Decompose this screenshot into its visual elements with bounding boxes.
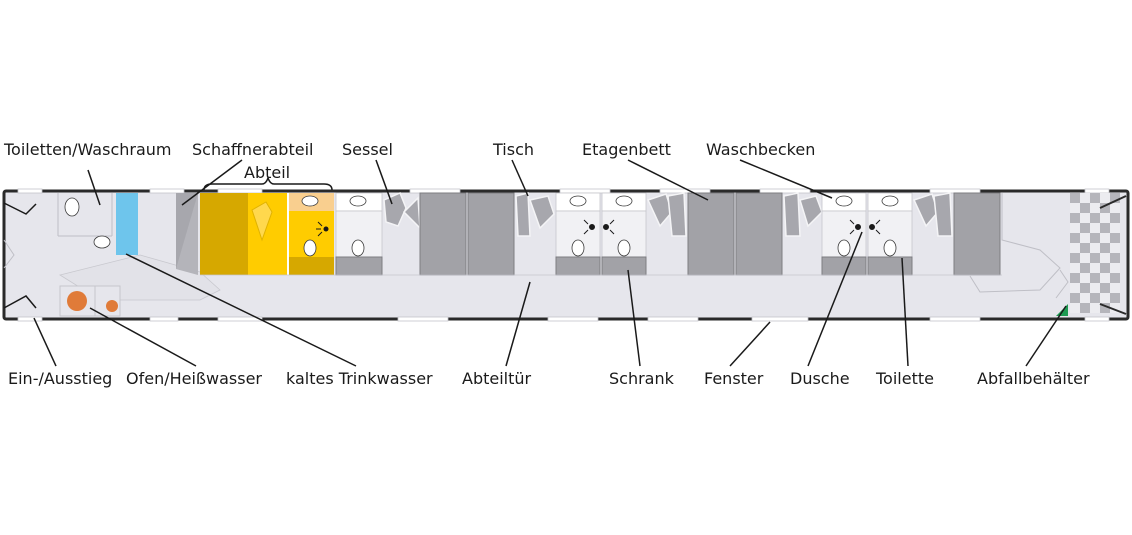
waschbecken-sink xyxy=(835,195,853,207)
label-trinkwasser: kaltes Trinkwasser xyxy=(286,369,433,388)
label-abteiltuer: Abteiltür xyxy=(462,369,532,388)
oven-icon xyxy=(67,291,87,311)
compartment-3 xyxy=(687,192,1001,276)
dusche-shower xyxy=(849,219,881,235)
left-wash-basin xyxy=(93,235,111,249)
label-einstieg: Ein-/Ausstieg xyxy=(8,369,112,388)
label-tisch: Tisch xyxy=(492,140,534,159)
compartment-1 xyxy=(335,192,467,276)
windows-top xyxy=(17,188,1110,194)
fenster-window xyxy=(751,316,809,322)
right-checker-floor xyxy=(1070,193,1120,313)
toilet-washroom xyxy=(64,193,113,249)
compartment-2 xyxy=(467,192,687,276)
highlighted-compartment xyxy=(200,193,334,275)
label-abteil: Abteil xyxy=(244,163,290,182)
etagenbett-bunk xyxy=(687,192,735,276)
label-fenster: Fenster xyxy=(704,369,764,388)
schrank-cabinet xyxy=(555,256,601,276)
sessel-armchair xyxy=(383,192,407,227)
label-abfall: Abfallbehälter xyxy=(977,369,1090,388)
labels-top: Toiletten/Waschraum Schaffnerabteil Abte… xyxy=(3,140,815,182)
label-toilette: Toilette xyxy=(875,369,934,388)
label-etagenbett: Etagenbett xyxy=(582,140,671,159)
tisch-table xyxy=(515,192,531,237)
leader-lines xyxy=(33,159,1067,367)
right-entrance xyxy=(969,193,1069,299)
label-schrank: Schrank xyxy=(609,369,675,388)
drinking-water-tank xyxy=(116,193,138,255)
labels-bottom: Ein-/Ausstieg Ofen/Heißwasser kaltes Tri… xyxy=(8,369,1090,388)
windows-bottom xyxy=(17,316,1110,322)
label-sessel: Sessel xyxy=(342,140,393,159)
label-toiletten: Toiletten/Waschraum xyxy=(3,140,171,159)
hot-water-icon xyxy=(106,300,118,312)
label-ofen: Ofen/Heißwasser xyxy=(126,369,262,388)
label-schaffner: Schaffnerabteil xyxy=(192,140,313,159)
oven-hot-water xyxy=(59,285,121,317)
label-waschbecken: Waschbecken xyxy=(706,140,815,159)
toilette-bowl xyxy=(883,239,897,257)
left-toilet-bowl xyxy=(64,197,80,217)
label-dusche: Dusche xyxy=(790,369,850,388)
